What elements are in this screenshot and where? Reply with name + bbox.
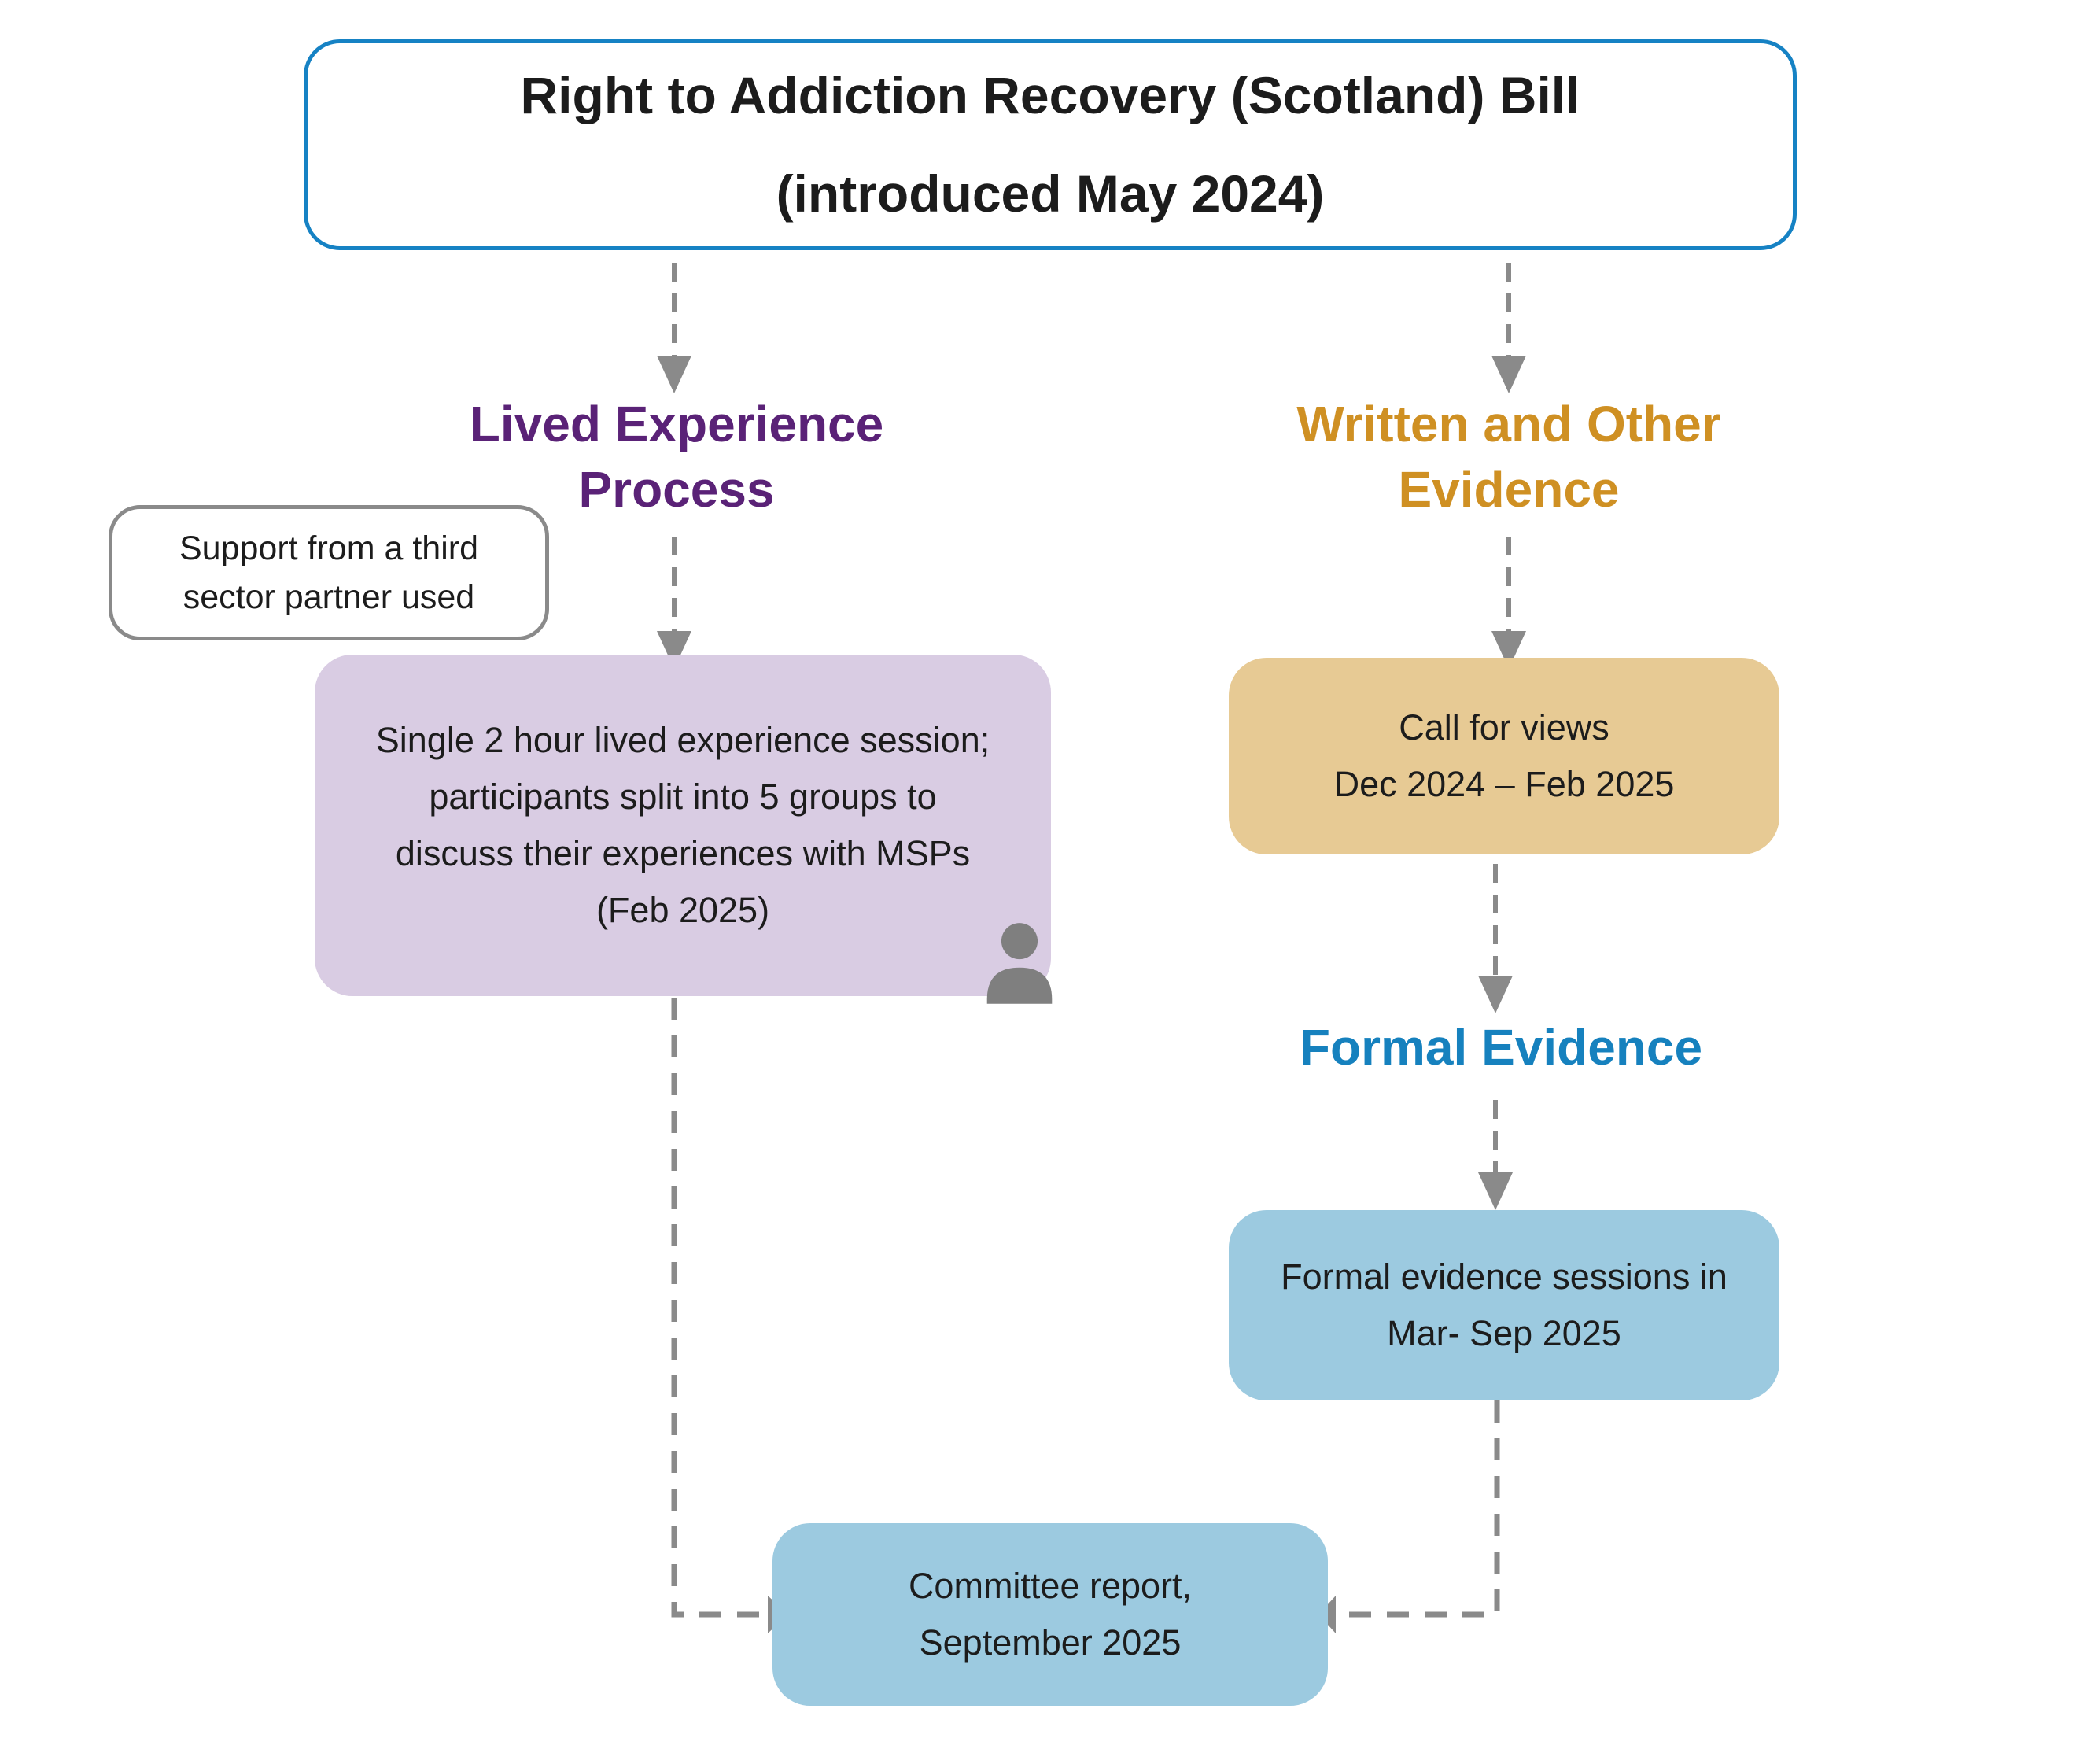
formal-sessions-line-1: Formal evidence sessions in — [1281, 1257, 1727, 1297]
committee-line-2: September 2025 — [919, 1622, 1182, 1663]
views-line-1: Call for views — [1399, 707, 1609, 747]
arrow-down-icon — [1491, 631, 1526, 669]
written-heading-line-2: Evidence — [1398, 461, 1620, 518]
session-line-2: participants split into 5 groups to — [429, 777, 937, 817]
formal-sessions-line-2: Mar- Sep 2025 — [1387, 1313, 1621, 1353]
connector-lived-heading-to-session-box — [657, 537, 691, 669]
connector-views-box-to-formal-heading — [1478, 864, 1513, 1013]
written-heading-line-1: Written and Other — [1296, 396, 1721, 452]
person-shoulders — [986, 967, 1053, 1004]
formal-heading-text: Formal Evidence — [1299, 1019, 1703, 1076]
lived-experience-heading: Lived Experience Process — [338, 392, 1015, 522]
session-line-4: (Feb 2025) — [595, 890, 770, 930]
committee-line-1: Committee report, — [908, 1566, 1193, 1606]
title-box: Right to Addiction Recovery (Scotland) B… — [304, 39, 1797, 250]
written-evidence-heading: Written and Other Evidence — [1171, 392, 1847, 522]
title-line-2: (introduced May 2024) — [776, 164, 1325, 223]
arrow-down-icon — [657, 356, 691, 393]
person-icon — [986, 923, 1053, 1004]
callout-line-2: sector partner used — [183, 578, 475, 616]
connector-written-heading-to-views-box — [1491, 537, 1526, 669]
person-head — [1001, 923, 1038, 960]
dashed-elbow-line — [1336, 1400, 1500, 1618]
arrow-down-icon — [1478, 1172, 1513, 1210]
arrow-down-icon — [1491, 356, 1526, 393]
arrow-down-icon — [1478, 976, 1513, 1013]
lived-session-box: Single 2 hour lived experience session; … — [315, 655, 1053, 1004]
connector-formal-heading-to-sessions-box — [1478, 1100, 1513, 1210]
lived-heading-line-2: Process — [578, 461, 775, 518]
title-line-1: Right to Addiction Recovery (Scotland) B… — [520, 65, 1580, 124]
third-sector-callout: Support from a third sector partner used — [109, 505, 549, 640]
callout-line-1: Support from a third — [179, 529, 478, 567]
call-for-views-box: Call for views Dec 2024 – Feb 2025 — [1229, 658, 1779, 854]
session-line-1: Single 2 hour lived experience session; — [375, 720, 990, 760]
connector-title-to-written-heading — [1491, 263, 1526, 393]
dashed-elbow-line — [671, 998, 768, 1618]
views-line-2: Dec 2024 – Feb 2025 — [1333, 764, 1675, 804]
connector-formal-box-to-committee-box — [1318, 1400, 1500, 1633]
arrow-down-icon — [657, 631, 691, 669]
committee-report-box: Committee report, September 2025 — [772, 1523, 1328, 1706]
formal-sessions-box: Formal evidence sessions in Mar- Sep 202… — [1229, 1210, 1779, 1400]
connector-title-to-lived-heading — [657, 263, 691, 393]
lived-heading-line-1: Lived Experience — [469, 396, 884, 452]
session-line-3: discuss their experiences with MSPs — [395, 833, 971, 873]
formal-evidence-heading: Formal Evidence — [1186, 1018, 1816, 1076]
